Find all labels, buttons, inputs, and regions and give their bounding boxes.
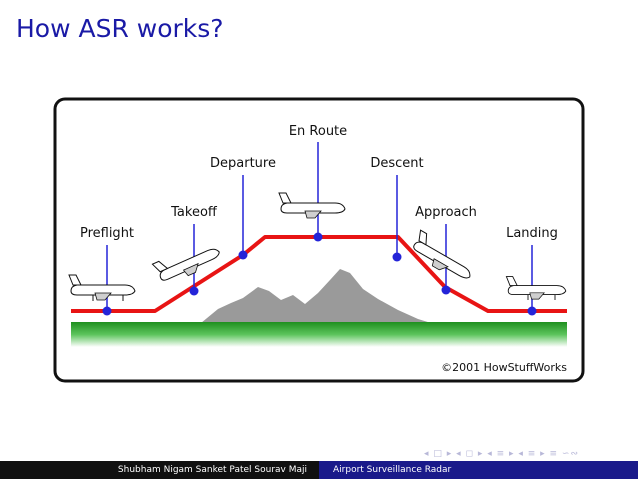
landing-label: Landing bbox=[506, 226, 558, 241]
stage-en-route: En Route bbox=[278, 124, 347, 242]
stage-descent: Descent bbox=[370, 156, 424, 262]
descent-marker-dot bbox=[392, 252, 402, 262]
takeoff-marker-dot bbox=[189, 286, 199, 296]
beamer-navigation-symbols[interactable]: ◂ □ ▸ ◂ ◻ ▸ ◂ ≡ ▸ ◂ ≡ ▸ ≡ ∽∾ bbox=[424, 449, 580, 459]
stage-preflight: Preflight bbox=[68, 226, 136, 316]
slide-title: How ASR works? bbox=[16, 14, 224, 43]
takeoff-plane-icon bbox=[151, 248, 220, 281]
approach-label: Approach bbox=[415, 205, 477, 220]
en-route-label: En Route bbox=[289, 124, 347, 139]
descent-label: Descent bbox=[370, 156, 423, 171]
approach-marker-dot bbox=[441, 285, 451, 295]
footer-authors: Shubham Nigam Sanket Patel Sourav Maji bbox=[0, 461, 319, 479]
footer-bar: Shubham Nigam Sanket Patel Sourav Maji A… bbox=[0, 461, 638, 479]
landing-marker-dot bbox=[527, 306, 537, 316]
stage-takeoff: Takeoff bbox=[151, 205, 220, 296]
credit-text: ©2001 HowStuffWorks bbox=[441, 361, 567, 374]
en-route-marker-dot bbox=[313, 232, 323, 242]
flight-path bbox=[71, 235, 567, 313]
approach-plane-icon bbox=[413, 229, 471, 279]
departure-marker-dot bbox=[238, 250, 248, 260]
en-route-plane-icon bbox=[278, 192, 346, 219]
preflight-marker-dot bbox=[102, 306, 112, 316]
stage-landing: Landing bbox=[505, 226, 567, 316]
footer-talk-title: Airport Surveillance Radar bbox=[319, 461, 638, 479]
asr-flight-diagram: Preflight Takeoff Departure En Route bbox=[53, 97, 585, 383]
ground bbox=[71, 322, 567, 347]
mountain-range bbox=[201, 269, 431, 323]
preflight-plane-icon bbox=[68, 274, 136, 301]
landing-plane-icon bbox=[505, 276, 567, 301]
preflight-label: Preflight bbox=[80, 226, 134, 241]
departure-label: Departure bbox=[210, 156, 276, 171]
stage-departure: Departure bbox=[210, 156, 276, 260]
stage-approach: Approach bbox=[413, 205, 477, 295]
takeoff-label: Takeoff bbox=[170, 205, 218, 220]
